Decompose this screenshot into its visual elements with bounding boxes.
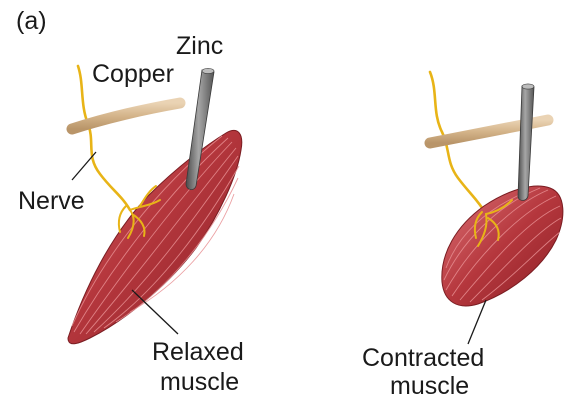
zinc-electrode-right	[518, 86, 534, 201]
nerve-label: Nerve	[18, 187, 85, 215]
contracted-setup	[430, 72, 563, 306]
zinc-label: Zinc	[176, 32, 223, 60]
nerve-leader	[72, 152, 96, 180]
relaxed-setup	[68, 66, 242, 344]
contracted-label-line2: muscle	[390, 372, 469, 400]
contracted-label-line1: Contracted	[362, 344, 484, 372]
relaxed-label-line1: Relaxed	[152, 338, 244, 366]
contracted-leader	[468, 300, 486, 344]
relaxed-leader	[132, 290, 178, 334]
copper-wire-left	[72, 103, 180, 129]
copper-label: Copper	[92, 60, 174, 88]
panel-label: (a)	[16, 7, 47, 35]
relaxed-label-line2: muscle	[160, 368, 239, 396]
